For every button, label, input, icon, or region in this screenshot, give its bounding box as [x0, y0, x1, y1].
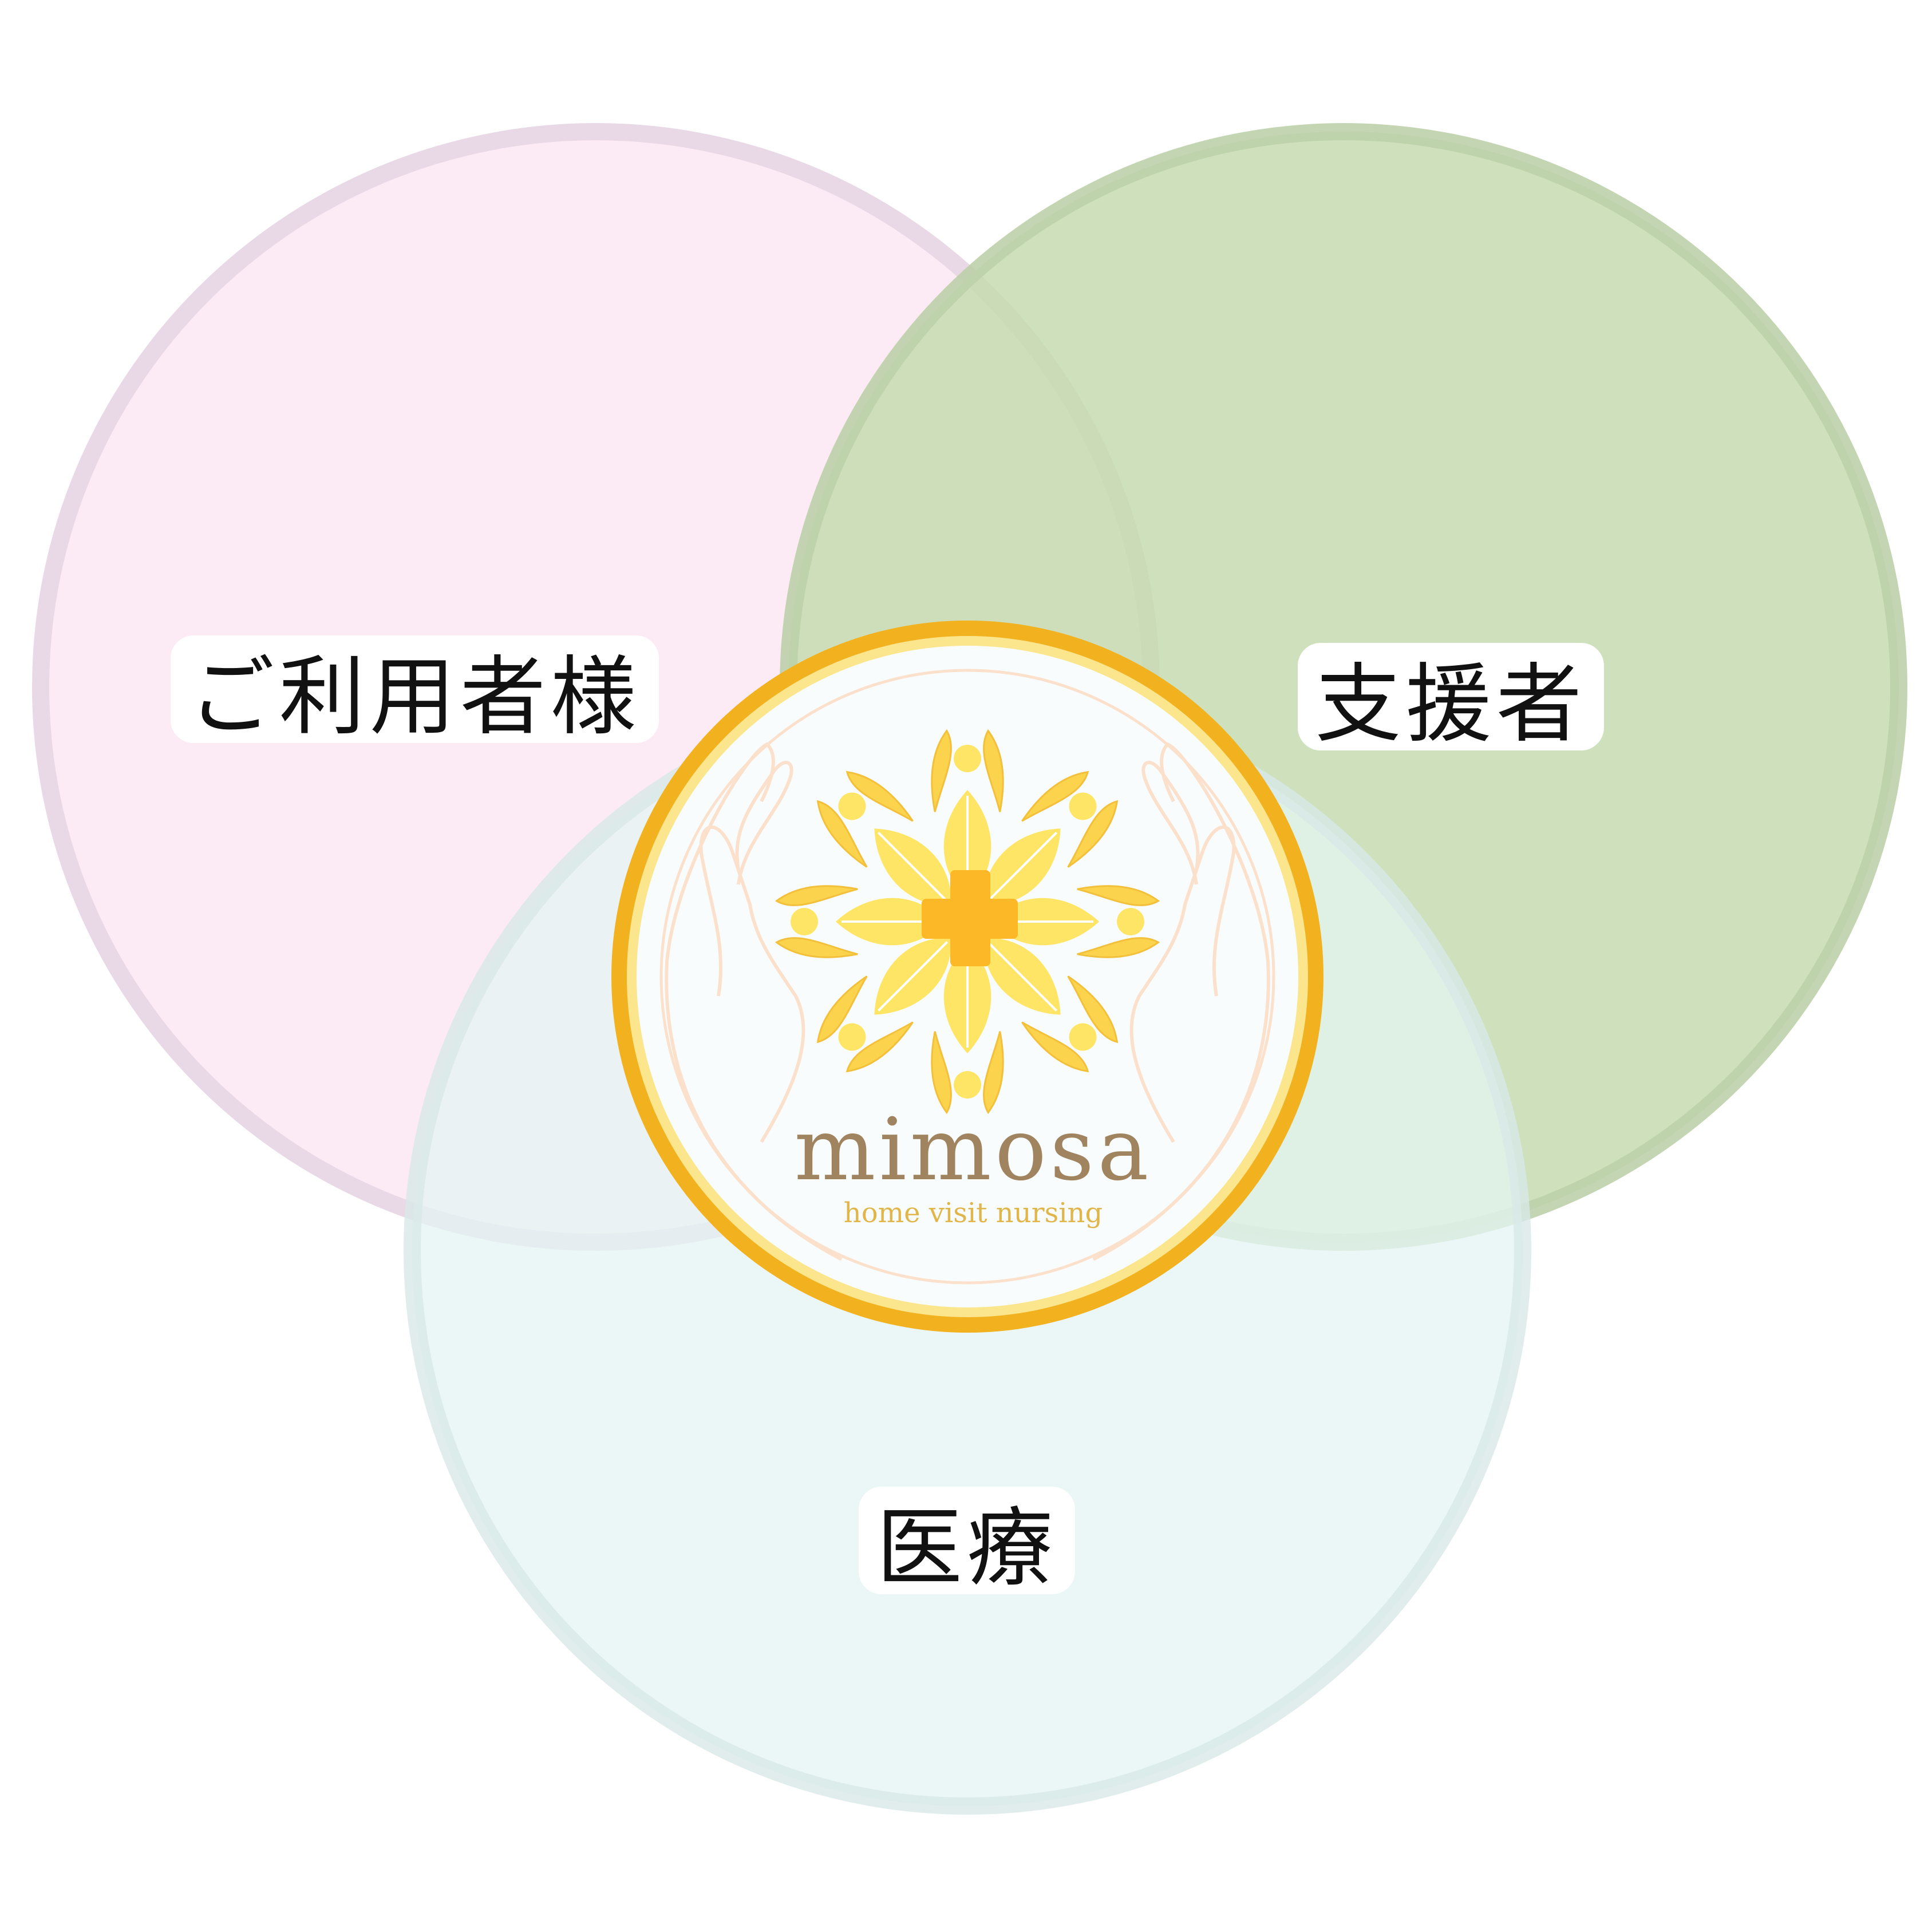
dot: [1069, 1023, 1097, 1051]
leaf: [1077, 885, 1160, 906]
leaf: [1021, 771, 1089, 822]
leaf: [983, 729, 1004, 812]
leaf: [775, 885, 858, 906]
leaf: [983, 1031, 1004, 1115]
petal-vein: [878, 832, 949, 903]
dot: [1069, 792, 1097, 820]
mimosa-logo: mimosa home visit nursing: [611, 621, 1323, 1333]
leaf: [1067, 800, 1119, 868]
petal-vein: [986, 832, 1057, 903]
hands-icon: [665, 742, 1270, 1261]
leaf: [931, 1031, 952, 1115]
leaf: [846, 771, 914, 822]
leaf: [846, 1021, 914, 1073]
dot: [954, 1071, 981, 1099]
leaf: [1077, 937, 1160, 958]
leaf: [775, 937, 858, 958]
dot: [791, 908, 818, 935]
petal-vein: [986, 941, 1057, 1012]
dot: [838, 1023, 866, 1051]
petal-vein: [878, 941, 949, 1012]
label-medical: 医療: [859, 1487, 1075, 1598]
leaf: [931, 729, 952, 812]
dot: [1117, 908, 1144, 935]
cross-icon: [922, 870, 1018, 966]
logo-tagline: home visit nursing: [844, 1197, 1103, 1229]
label-supporters: 支援者: [1298, 643, 1604, 754]
logo-name: mimosa: [794, 1100, 1152, 1200]
leaf: [816, 975, 868, 1044]
leaf: [1067, 975, 1119, 1044]
label-users: ご利用者様: [171, 635, 659, 747]
leaf: [1021, 1021, 1089, 1073]
leaf: [816, 800, 868, 868]
dot: [838, 792, 866, 820]
dot: [954, 745, 981, 772]
